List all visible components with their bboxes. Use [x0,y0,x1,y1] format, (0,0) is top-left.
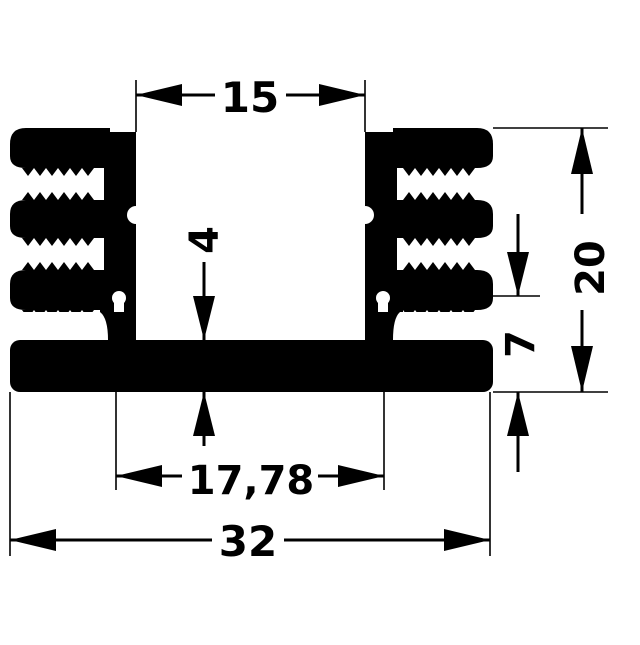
dim-label-7: 7 [498,330,544,358]
left-fins [10,128,110,350]
left-fin-root [100,128,110,350]
dim-label-20: 20 [568,240,614,296]
dimension-overall-width: 32 [10,517,490,566]
dim-label-15: 15 [221,73,279,122]
left-fin-2 [10,200,110,238]
right-fin-3 [393,270,493,310]
dimension-hole-spacing: 17,78 [116,458,384,504]
left-fin-3 [10,270,110,310]
left-foot-cutout [10,312,108,340]
dim-label-32: 32 [219,517,277,566]
dimension-top-opening: 15 [136,73,365,122]
dimension-right-height: 20 [568,128,614,392]
dimension-right-lower: 7 [498,214,544,472]
right-screw-channel [376,291,390,312]
dimension-base-thickness: 4 [182,226,228,446]
right-wall-notch [356,206,374,224]
dim-label-4: 4 [182,226,228,254]
right-fin-2 [393,200,493,238]
left-wall [104,132,136,350]
fin-gaps [100,168,403,270]
left-wall-notch [127,206,145,224]
right-foot-cutout [393,312,493,340]
right-fin-1 [393,128,493,168]
right-wall [365,132,397,350]
left-fin-1 [10,128,110,168]
extension-lines [9,80,608,556]
base-plate [10,340,493,392]
dim-label-17-78: 17,78 [188,458,315,504]
heatsink-profile [10,128,493,392]
left-screw-channel [112,291,126,312]
